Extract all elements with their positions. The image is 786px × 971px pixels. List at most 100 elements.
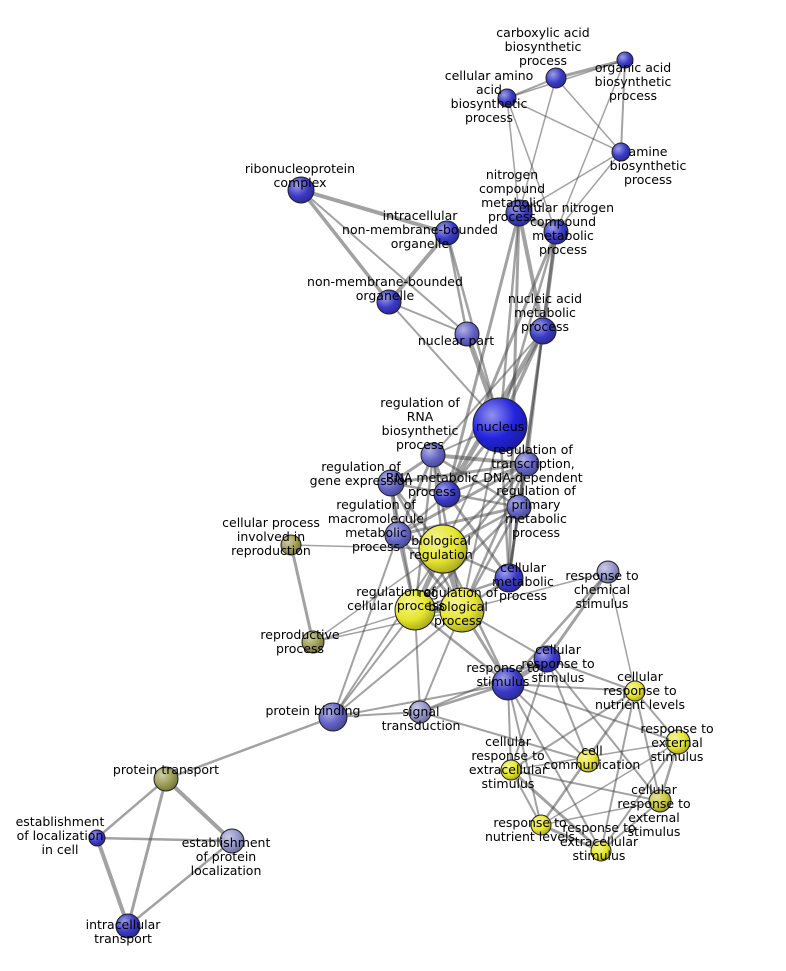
edge-amine--cellnitro (555, 151, 622, 233)
node-respextra[interactable] (590, 840, 612, 862)
edge-cellresp--cellrespextra (510, 658, 548, 771)
edge-carbox--nitrogen (518, 77, 557, 214)
node-regtrans[interactable] (514, 451, 540, 477)
node-estprot[interactable] (219, 828, 245, 854)
edge-regtrans--reggene (389, 462, 529, 485)
edge-cellresp--cellrespext (546, 658, 661, 802)
node-repro[interactable] (301, 630, 325, 654)
edge-regtrans--regcell (413, 462, 529, 612)
edge-respstim--cellrespnut (507, 683, 636, 692)
node-cellrespext[interactable] (648, 789, 672, 813)
node-organic[interactable] (616, 51, 634, 69)
edge-nitrogen--nucacid (517, 211, 545, 333)
node-regcell[interactable] (394, 589, 436, 631)
node-bioreg[interactable] (418, 524, 468, 574)
node-cellnitro[interactable] (543, 219, 569, 245)
edge-repro--bioreg (312, 548, 444, 643)
label-prottrans: protein transport (113, 762, 219, 777)
node-cellcomm[interactable] (576, 749, 600, 773)
edge-cellrespnut--respextra (600, 690, 636, 852)
edge-cpir--repro (289, 543, 315, 644)
edge-cellrespextra--respextra (509, 768, 603, 853)
node-amine[interactable] (611, 142, 631, 162)
node-respnut[interactable] (530, 814, 552, 836)
edge-repro--regbio (312, 609, 463, 643)
edge-regprim--regmacro (396, 505, 521, 537)
node-rnamet[interactable] (433, 480, 461, 508)
node-nucacid[interactable] (529, 317, 557, 345)
node-regprim[interactable] (506, 494, 532, 520)
edge-amine--nitrogen (518, 151, 622, 214)
node-ribo[interactable] (287, 176, 315, 204)
node-nmborg[interactable] (376, 289, 402, 315)
edge-cellresp--cellcomm (546, 658, 589, 762)
node-cellresp[interactable] (533, 645, 561, 673)
node-cellmet[interactable] (494, 563, 524, 593)
edge-regtrans--rnamet (445, 462, 529, 496)
node-regbio[interactable] (439, 587, 485, 633)
edge-nucacid--regrna (432, 330, 544, 456)
edge-ribo--nucpart (300, 189, 468, 335)
node-regrna[interactable] (420, 442, 446, 468)
node-cpir[interactable] (280, 534, 302, 556)
node-nucpart[interactable] (454, 321, 480, 347)
edge-protbind--regmacro (332, 534, 399, 718)
edge-cpir--bioreg (290, 544, 444, 550)
edge-ribo--intranmb (299, 188, 449, 235)
edge-respstim--respnut (507, 683, 542, 826)
node-prottrans[interactable] (153, 766, 179, 792)
edge-amino--amine (506, 97, 622, 153)
edge-cellrespext--respextra (600, 800, 661, 852)
node-protbind[interactable] (318, 702, 348, 732)
edge-organic--cellnitro (555, 59, 626, 233)
edge-intranmb--nucpart (445, 231, 469, 336)
node-respchem[interactable] (596, 560, 620, 584)
node-estloc[interactable] (88, 829, 106, 847)
node-regmacro[interactable] (384, 521, 412, 549)
edge-nitrogen--cellmet (507, 211, 521, 580)
edge-ribo--nmborg (299, 188, 391, 304)
edge-sigtrans--cellcomm (419, 711, 589, 762)
node-reggene[interactable] (377, 469, 405, 497)
node-carbox[interactable] (545, 67, 567, 89)
node-intranmb[interactable] (434, 220, 460, 246)
node-sigtrans[interactable] (408, 700, 432, 724)
edge-nucleus--regbio (461, 424, 501, 611)
node-amino[interactable] (497, 88, 517, 108)
node-nitrogen[interactable] (505, 199, 533, 227)
edge-cellresp--cellrespnut (546, 658, 636, 692)
label-nucpart: nuclear part (418, 333, 494, 348)
node-nucleus[interactable] (472, 397, 528, 453)
edge-regrna--regprim (431, 453, 521, 509)
edge-respstim--respchem (506, 570, 610, 686)
node-intratrans[interactable] (115, 913, 141, 939)
node-respstim[interactable] (491, 667, 525, 701)
node-cellrespnut[interactable] (624, 680, 646, 702)
node-cellrespextra[interactable] (500, 759, 522, 781)
node-respext[interactable] (665, 729, 691, 755)
edge-respnut--cellrespext (540, 800, 661, 826)
edge-nmborg--nucleus (388, 301, 501, 426)
